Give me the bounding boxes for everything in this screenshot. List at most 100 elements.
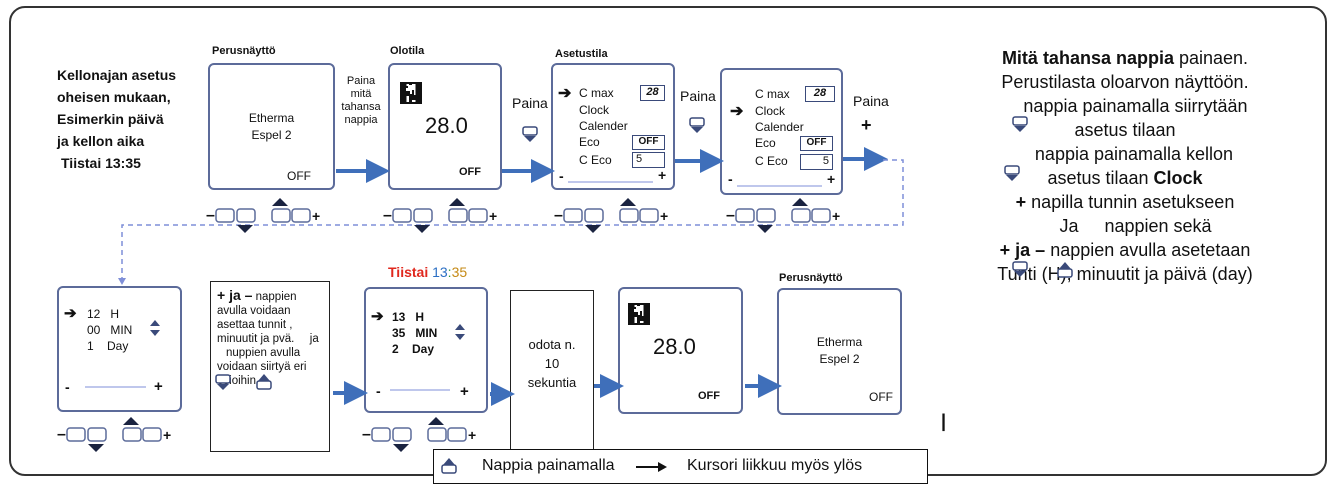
- off-status: OFF: [869, 390, 893, 404]
- model-line: Espel 2: [251, 128, 292, 142]
- minus-sign: -: [65, 379, 70, 395]
- minute-line: 00 MIN: [87, 323, 133, 337]
- hour-line: 13 H: [392, 310, 425, 324]
- plus-minus-bold: + ja –: [217, 287, 253, 303]
- cmax-label: C max: [755, 87, 790, 101]
- cursor-arrow-icon: ➔: [64, 305, 77, 322]
- eco-value: OFF: [800, 136, 833, 151]
- down-button-icon: [1004, 165, 1020, 182]
- paina-label: Paina: [680, 88, 716, 104]
- note-text-3: nuppien avulla voidaan siirtyä eri osioi…: [217, 347, 307, 387]
- instr-line: nappien avulla asetetaan: [1045, 240, 1251, 260]
- cursor-arrow-icon: ➔: [558, 85, 572, 102]
- down-button-icon: [689, 117, 705, 134]
- down-button-icon: [1012, 116, 1028, 133]
- ceco-label: C Eco: [579, 153, 612, 167]
- panel-current-state-return: 28.0 OFF: [618, 287, 743, 414]
- button-cluster: [553, 197, 669, 234]
- ceco-value: 5: [800, 154, 833, 170]
- wait-line: 10: [544, 356, 560, 371]
- temperature-value: 28.0: [425, 113, 468, 138]
- calender-label: Calender: [755, 120, 804, 134]
- down-button-icon: [215, 374, 231, 391]
- clock-label: Clock: [579, 103, 610, 117]
- up-button-icon: [1057, 261, 1073, 278]
- button-cluster: [725, 197, 841, 234]
- panel-time-set-start: ➔ 12 H 00 MIN 1 Day - +: [57, 286, 182, 412]
- day-line: 1 Day: [87, 339, 129, 353]
- note-text-2: ja: [306, 333, 319, 345]
- model-line: Espel 2: [819, 352, 860, 366]
- paina-label: Paina: [512, 95, 548, 111]
- brand-line: Etherma: [816, 335, 863, 349]
- button-cluster: [361, 416, 477, 453]
- cmax-value: 28: [640, 85, 665, 101]
- button-cluster: [205, 197, 321, 234]
- cmax-label: C max: [579, 86, 614, 100]
- perus-title: Perusnäyttö: [212, 45, 276, 57]
- intro-line: ja kellon aika: [57, 133, 145, 149]
- down-button-icon: [522, 126, 538, 143]
- down-button-icon: [1012, 261, 1028, 278]
- off-status: OFF: [287, 169, 311, 183]
- instr-line: nappia painamalla siirrytään: [1018, 96, 1248, 116]
- perus-title-return: Perusnäyttö: [779, 272, 843, 284]
- plus-sign: +: [827, 171, 836, 187]
- legend-cursor-text: Kursori liikkuu myös ylös: [687, 457, 863, 474]
- wait-box: odota n. 10 sekuntia: [510, 290, 594, 455]
- instr-line: asetus tilaan: [1074, 120, 1176, 140]
- temperature-value: 28.0: [653, 334, 696, 359]
- calender-label: Calender: [579, 119, 628, 133]
- hour-value: 13: [432, 264, 448, 280]
- example-time: Tiistai 13:35: [388, 264, 467, 280]
- panel-current-state: 28.0 OFF: [388, 63, 502, 190]
- qr-icon: [400, 82, 422, 104]
- up-button-icon: [441, 457, 457, 474]
- legend: Nappia painamalla Kursori liikkuu myös y…: [433, 449, 928, 484]
- panel-basic-display: Etherma Espel 2 OFF: [208, 63, 335, 190]
- minus-sign: -: [376, 383, 381, 399]
- plus-sign: +: [460, 383, 469, 400]
- eco-label: Eco: [755, 136, 776, 150]
- off-status: OFF: [698, 390, 720, 402]
- instr-line: Ja: [1054, 216, 1084, 236]
- minute-value: 35: [451, 264, 468, 280]
- cmax-value: 28: [805, 86, 835, 102]
- ceco-value: 5: [632, 152, 665, 168]
- clock-label: Clock: [755, 104, 786, 118]
- intro-line: Tiistai 13:35: [61, 155, 141, 171]
- day-line: 2 Day: [392, 342, 435, 356]
- hour-line: 12 H: [87, 307, 120, 321]
- paina-mita-label: Paina mitä tahansa nappia: [341, 75, 381, 126]
- instr-bold: + ja –: [999, 240, 1046, 260]
- instruction-note: + ja – nappien avulla voidaan asettaa tu…: [210, 281, 330, 452]
- intro-text: Kellonajan asetus oheisen mukaan, Esimer…: [57, 64, 176, 174]
- plus-label: +: [861, 115, 872, 135]
- instr-line: nappia painamalla kellon: [1034, 144, 1234, 164]
- qr-icon: [628, 303, 650, 325]
- ceco-label: C Eco: [755, 154, 788, 168]
- cursor-arrow-icon: ➔: [371, 308, 384, 325]
- panel-time-set-example: ➔ 13 H 35 MIN 2 Day - +: [364, 287, 488, 413]
- paina-label: Paina: [853, 93, 889, 109]
- off-status: OFF: [459, 166, 481, 178]
- wait-line: odota n.: [528, 337, 576, 352]
- brand-line: Etherma: [248, 111, 295, 125]
- plus-sign: +: [154, 378, 163, 395]
- stray-mark: |: [941, 411, 947, 431]
- instr-bold: +: [1015, 192, 1027, 212]
- asetustila-title: Asetustila: [555, 48, 608, 60]
- button-cluster: [56, 416, 172, 453]
- minute-line: 35 MIN: [392, 326, 438, 340]
- plus-sign: +: [658, 167, 667, 183]
- up-button-icon: [256, 373, 272, 390]
- instr-bold: Mitä tahansa nappia: [1001, 48, 1174, 68]
- panel-clock-selected: C max 28 ➔ Clock Calender Eco OFF C Eco …: [720, 68, 843, 195]
- instr-bold: Clock: [1153, 168, 1203, 188]
- instr-line: painaen.: [1173, 48, 1249, 68]
- instr-line: asetus tilaan: [1047, 168, 1154, 188]
- instr-line: napilla tunnin asetukseen: [1026, 192, 1235, 212]
- olotila-title: Olotila: [390, 45, 425, 57]
- intro-line: oheisen mukaan,: [57, 89, 171, 105]
